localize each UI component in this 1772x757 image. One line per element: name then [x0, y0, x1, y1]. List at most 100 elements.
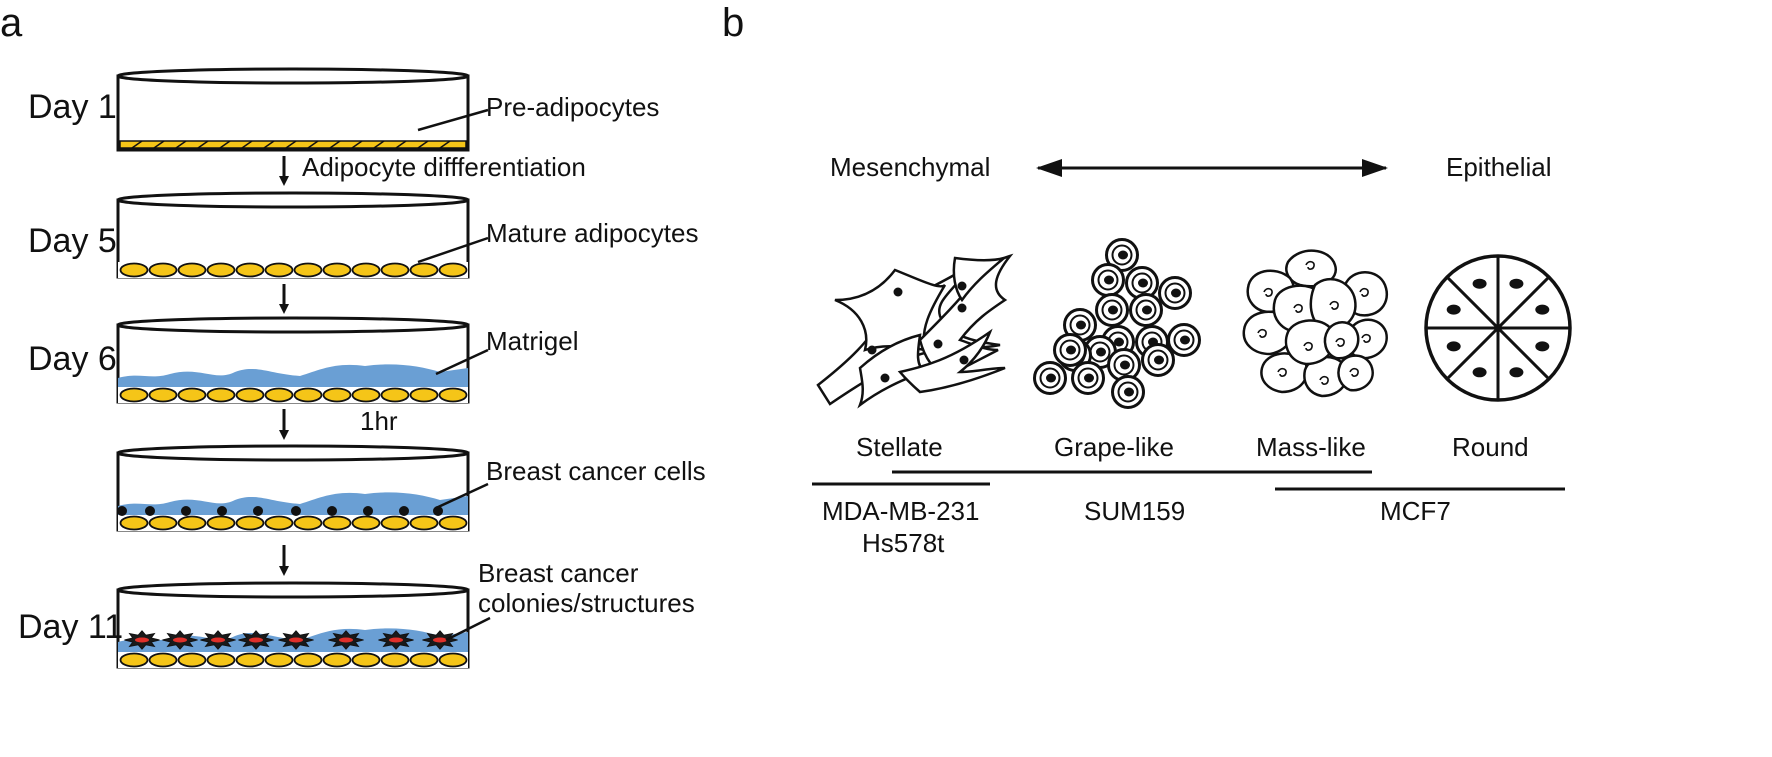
- cell-line-mcf7: MCF7: [1380, 496, 1451, 526]
- layer-label-colonies-line2: colonies/structures: [478, 588, 695, 618]
- mass-nucleus: [1257, 328, 1267, 338]
- grape-nucleus: [1118, 250, 1128, 260]
- dish-rim: [116, 581, 470, 599]
- adipocyte: [351, 387, 381, 403]
- pre-adipocyte-cell: [175, 140, 187, 149]
- mass-nucleus: [1361, 333, 1371, 343]
- pre-adipocyte-cell: [417, 140, 429, 149]
- cancer-cell: [363, 506, 373, 516]
- grape-nucleus: [1046, 373, 1056, 383]
- colony-center: [211, 637, 225, 643]
- adipocyte: [293, 387, 323, 403]
- adipocyte: [438, 515, 468, 531]
- dish-rim: [116, 444, 470, 462]
- pre-adipocyte-cell: [395, 140, 407, 149]
- adipocyte: [177, 515, 207, 531]
- round-nucleus: [1472, 367, 1487, 378]
- layer-label-colonies-line1: Breast cancer: [478, 558, 639, 588]
- adipocyte: [438, 387, 468, 403]
- adipocyte-layer: [118, 515, 468, 531]
- round-nucleus: [1446, 304, 1461, 315]
- cancer-cell: [291, 506, 301, 516]
- mass-cell: [1323, 321, 1360, 360]
- stellate-nucleus: [959, 355, 969, 365]
- mass-nucleus: [1303, 341, 1313, 351]
- pre-adipocyte-strip: [119, 140, 467, 149]
- pre-adipocyte-cell: [219, 140, 231, 149]
- mass-like-cells-illustration: [1242, 249, 1388, 398]
- mass-nucleus: [1329, 300, 1339, 310]
- adipocyte: [293, 262, 323, 278]
- pre-adipocyte-cell: [285, 140, 297, 149]
- mass-nucleus: [1335, 337, 1345, 347]
- adipocyte: [380, 262, 410, 278]
- colony-center: [389, 637, 403, 643]
- panel-b: b Mesenchymal Epithelial: [722, 1, 1572, 558]
- morphology-label-grape-like: Grape-like: [1054, 432, 1174, 462]
- dish-day-5: [116, 191, 470, 279]
- adipocyte: [380, 515, 410, 531]
- cell-line-sum159: SUM159: [1084, 496, 1185, 526]
- grape-like-cells-illustration: [1033, 238, 1201, 409]
- pre-adipocyte-cell: [439, 140, 451, 149]
- adipocyte: [148, 262, 178, 278]
- spectrum-left-label: Mesenchymal: [830, 152, 990, 182]
- stellate-nucleus: [957, 303, 967, 313]
- adipocyte: [206, 262, 236, 278]
- dish-day-11: [116, 581, 470, 669]
- round-nucleus: [1535, 304, 1550, 315]
- stellate-nucleus: [880, 373, 890, 383]
- colony-center: [135, 637, 149, 643]
- mass-nucleus: [1305, 260, 1315, 270]
- morphology-label-mass-like: Mass-like: [1256, 432, 1366, 462]
- round-segments: [1426, 256, 1570, 400]
- round-nuclei: [1446, 278, 1550, 378]
- adipocyte-layer: [118, 652, 468, 668]
- cancer-cell: [181, 506, 191, 516]
- adipocyte: [177, 262, 207, 278]
- matrigel-layer: [118, 364, 468, 392]
- stellate-nucleus: [957, 281, 967, 291]
- adipocyte: [264, 652, 294, 668]
- adipocyte: [409, 652, 439, 668]
- pre-adipocyte-cell: [131, 140, 143, 149]
- adipocyte: [206, 515, 236, 531]
- grape-nucleus: [1104, 275, 1114, 285]
- pre-adipocyte-cell: [373, 140, 385, 149]
- adipocyte: [177, 387, 207, 403]
- round-nucleus: [1446, 341, 1461, 352]
- pre-adipocyte-cell: [241, 140, 253, 149]
- adipocyte: [206, 652, 236, 668]
- dish-rim: [116, 316, 470, 334]
- matrigel-layer: [118, 492, 468, 520]
- dish-day-6: [116, 316, 470, 404]
- adipocyte: [264, 387, 294, 403]
- mass-nucleus: [1263, 287, 1273, 297]
- adipocyte: [235, 387, 265, 403]
- adipocyte: [235, 515, 265, 531]
- grape-nucleus: [1114, 337, 1124, 347]
- stellate-cell: [952, 256, 1005, 303]
- leader-line: [435, 482, 489, 510]
- spectrum-right-label: Epithelial: [1446, 152, 1552, 182]
- cancer-cell: [327, 506, 337, 516]
- cancer-cell-dots: [117, 506, 443, 516]
- adipocyte: [438, 652, 468, 668]
- morphology-label-stellate: Stellate: [856, 432, 943, 462]
- mass-cell: [1309, 278, 1357, 332]
- cancer-cell: [217, 506, 227, 516]
- leader-line: [435, 348, 489, 376]
- dish-rim: [116, 191, 470, 209]
- adipocyte: [264, 262, 294, 278]
- leader-line: [445, 616, 491, 642]
- grape-nucleus: [1138, 278, 1148, 288]
- pre-adipocyte-cell: [197, 140, 209, 149]
- layer-label-pre-adipocytes: Pre-adipocytes: [486, 92, 659, 122]
- colony-center: [339, 637, 353, 643]
- mass-cell: [1337, 354, 1374, 392]
- stellate-nucleus: [867, 345, 877, 355]
- grape-nucleus: [1154, 355, 1164, 365]
- adipocyte-layer: [118, 387, 468, 403]
- mass-like-nuclei: [1257, 260, 1371, 385]
- grape-nucleus: [1096, 347, 1106, 357]
